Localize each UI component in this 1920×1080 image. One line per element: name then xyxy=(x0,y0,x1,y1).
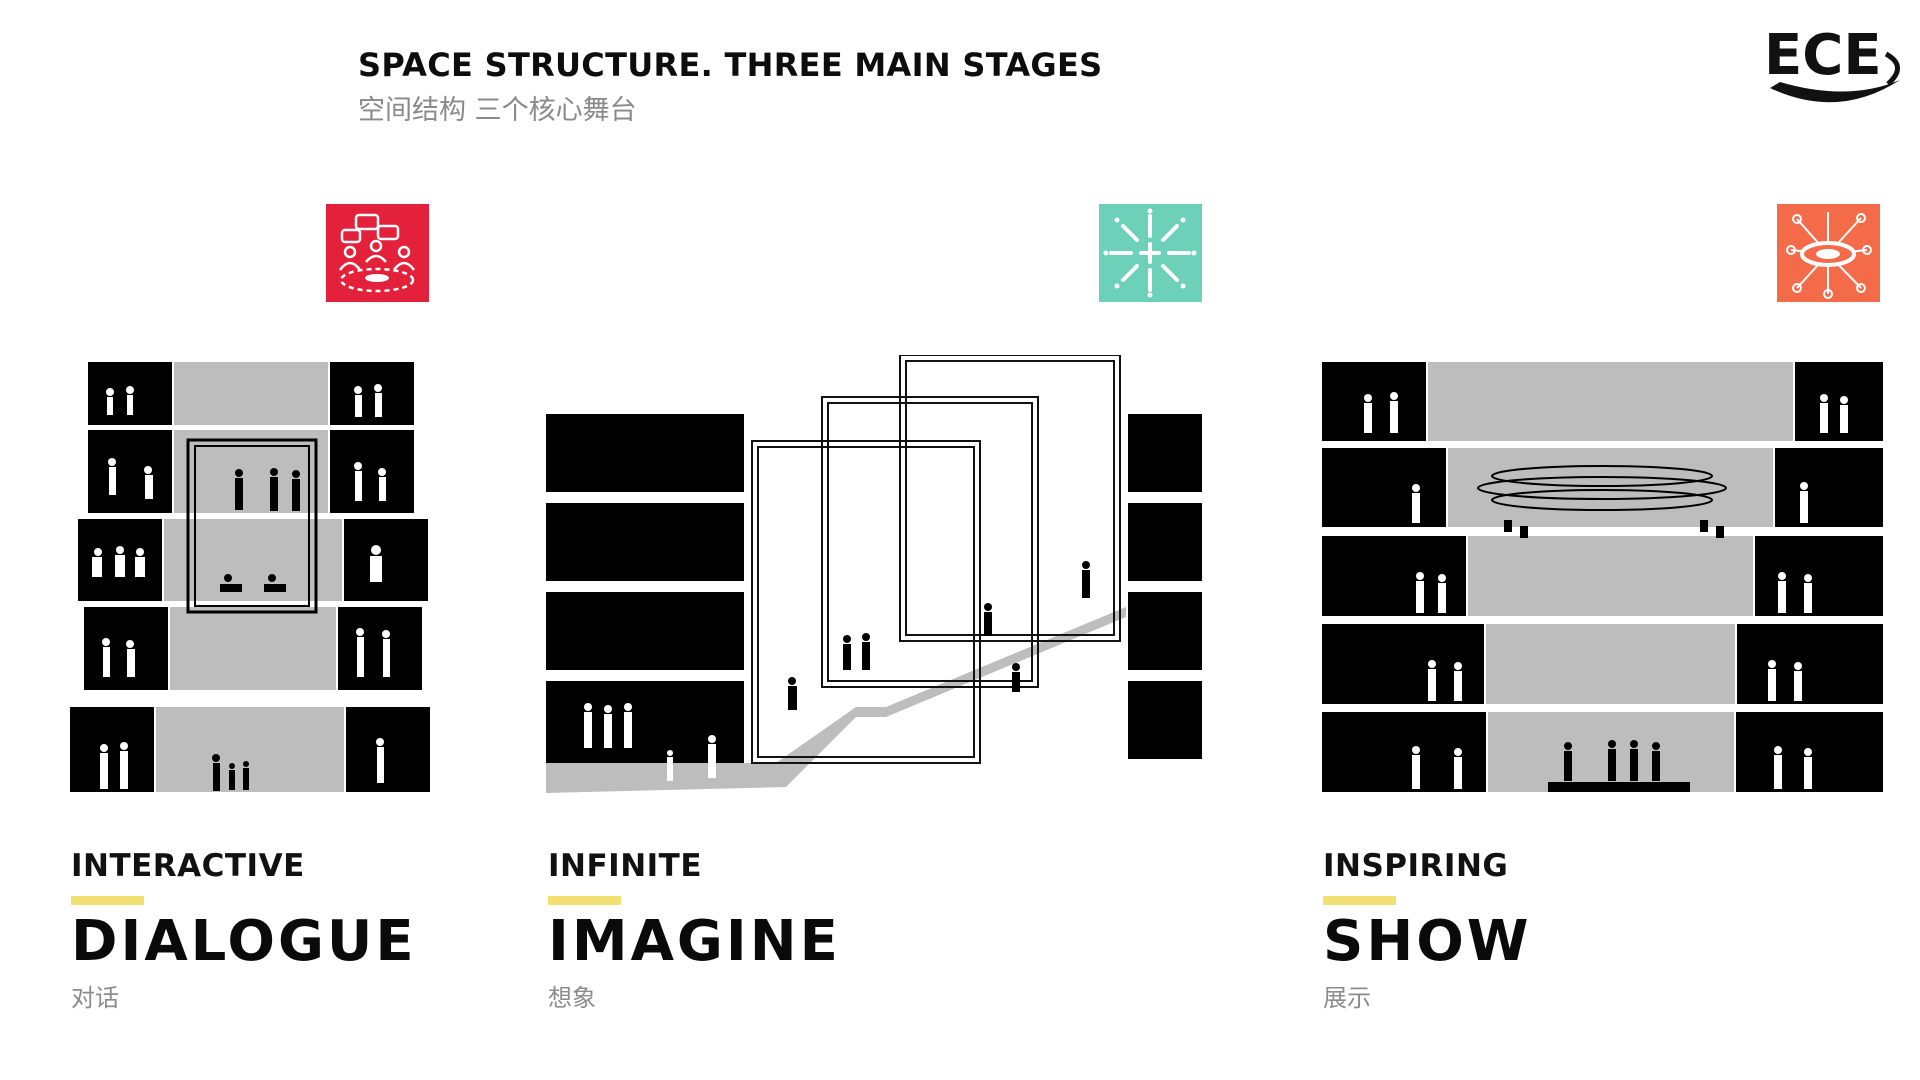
ece-logo: ECE xyxy=(1758,18,1908,108)
people-dialogue-icon xyxy=(326,204,429,302)
show-badge xyxy=(1777,204,1880,302)
dialogue-section-diagram xyxy=(70,362,430,792)
show-section-diagram xyxy=(1322,362,1883,792)
stage-caption-show: INSPIRING SHOW 展示 xyxy=(1323,848,1532,1013)
accent-bar xyxy=(1323,896,1396,905)
imagine-badge xyxy=(1099,204,1202,302)
starburst-icon xyxy=(1099,204,1202,302)
accent-bar xyxy=(71,896,144,905)
stage-caption-imagine: INFINITE IMAGINE 想象 xyxy=(548,848,841,1013)
stage-title: DIALOGUE xyxy=(71,909,417,974)
stage-kicker: INTERACTIVE xyxy=(71,848,305,884)
imagine-section-diagram xyxy=(546,355,1202,793)
network-eye-icon xyxy=(1777,204,1880,302)
page-subtitle: 空间结构 三个核心舞台 xyxy=(358,95,637,126)
stage-kicker: INFINITE xyxy=(548,848,702,884)
stage-title: IMAGINE xyxy=(548,909,841,974)
stage-title-cn: 展示 xyxy=(1323,983,1371,1012)
logo-text: ECE xyxy=(1764,23,1882,88)
accent-bar xyxy=(548,896,621,905)
title-block: SPACE STRUCTURE. THREE MAIN STAGES 空间结构 … xyxy=(358,46,1102,127)
stage-kicker: INSPIRING xyxy=(1323,848,1509,884)
stage-caption-dialogue: INTERACTIVE DIALOGUE 对话 xyxy=(71,848,417,1013)
stage-title: SHOW xyxy=(1323,909,1532,974)
dialogue-badge xyxy=(326,204,429,302)
stage-title-cn: 想象 xyxy=(548,983,596,1012)
stage-title-cn: 对话 xyxy=(71,983,119,1012)
page-title: SPACE STRUCTURE. THREE MAIN STAGES xyxy=(358,46,1103,84)
